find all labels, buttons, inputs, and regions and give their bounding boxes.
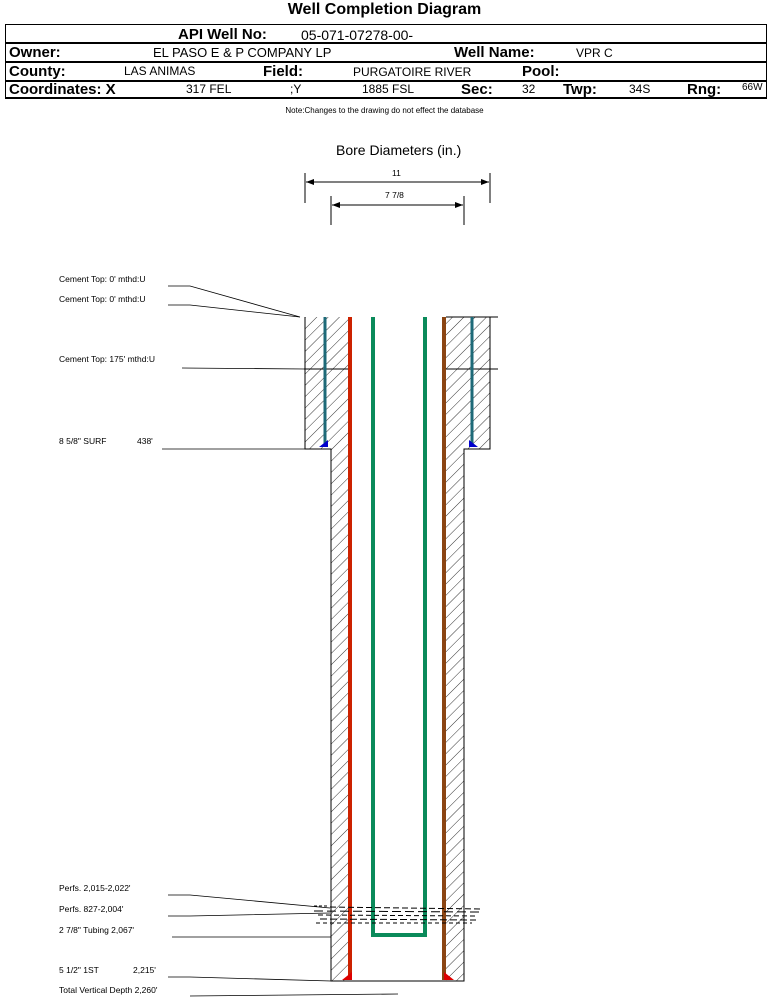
api-label: API Well No:: [178, 26, 267, 43]
coord-y-label: ;Y: [290, 82, 302, 96]
surf-casing-depth: 438': [137, 436, 153, 446]
perfs-2: Perfs. 827-2,004': [59, 904, 124, 914]
pool-label: Pool:: [522, 63, 560, 80]
total-vertical-depth: Total Vertical Depth 2,260': [59, 985, 158, 995]
field-label: Field:: [263, 63, 303, 80]
leader-lines: [162, 285, 399, 997]
cement-top-3: Cement Top: 175' mthd:U: [59, 354, 155, 364]
coord-y-value: 1885 FSL: [362, 82, 415, 96]
bore-outer-label: 11: [392, 168, 401, 178]
field-value: PURGATOIRE RIVER: [353, 65, 472, 79]
cement-top-2: Cement Top: 0' mthd:U: [59, 294, 146, 304]
owner-value: EL PASO E & P COMPANY LP: [153, 45, 332, 60]
bore-inner-label: 7 7/8: [385, 190, 404, 200]
twp-value: 34S: [629, 82, 651, 96]
prod-casing-depth: 2,215': [133, 965, 156, 975]
county-row: County: LAS ANIMAS Field: PURGATOIRE RIV…: [5, 61, 767, 80]
production-casing: [342, 317, 454, 980]
tubing: [371, 317, 427, 937]
api-value: 05-071-07278-00-: [301, 27, 414, 43]
surface-cement: [305, 317, 490, 449]
rng-value: 66W: [742, 82, 763, 93]
rng-label: Rng:: [687, 81, 722, 98]
perforations: [313, 905, 481, 924]
sec-value: 32: [522, 82, 536, 96]
bore-dimension-inner: [330, 196, 465, 225]
bore-dimension-outer: [304, 173, 491, 203]
owner-row: Owner: EL PASO E & P COMPANY LP Well Nam…: [5, 42, 767, 61]
database-note: Note:Changes to the drawing do not effec…: [285, 106, 484, 115]
prod-casing-name: 5 1/2" 1ST: [59, 965, 99, 975]
county-value: LAS ANIMAS: [124, 64, 196, 78]
owner-label: Owner:: [9, 44, 61, 61]
county-label: County:: [9, 63, 66, 80]
bore-diameters-title: Bore Diameters (in.): [336, 142, 462, 158]
diagram-title: Well Completion Diagram: [287, 1, 482, 18]
wellname-label: Well Name:: [454, 44, 535, 61]
coord-label: Coordinates: X: [9, 81, 116, 98]
tubing-label: 2 7/8" Tubing 2,067': [59, 925, 135, 935]
cement-top-1: Cement Top: 0' mthd:U: [59, 274, 146, 284]
coord-row: Coordinates: X 317 FEL ;Y 1885 FSL Sec: …: [5, 80, 767, 99]
api-row: API Well No: 05-071-07278-00-: [5, 24, 767, 43]
coord-x-value: 317 FEL: [186, 82, 232, 96]
sec-label: Sec:: [461, 81, 493, 98]
twp-label: Twp:: [563, 81, 597, 98]
production-cement: [331, 449, 464, 981]
surf-casing-name: 8 5/8" SURF: [59, 436, 107, 446]
surface-casing: [319, 317, 478, 447]
wellname-value: VPR C: [576, 46, 613, 60]
perfs-1: Perfs. 2,015-2,022': [59, 883, 131, 893]
